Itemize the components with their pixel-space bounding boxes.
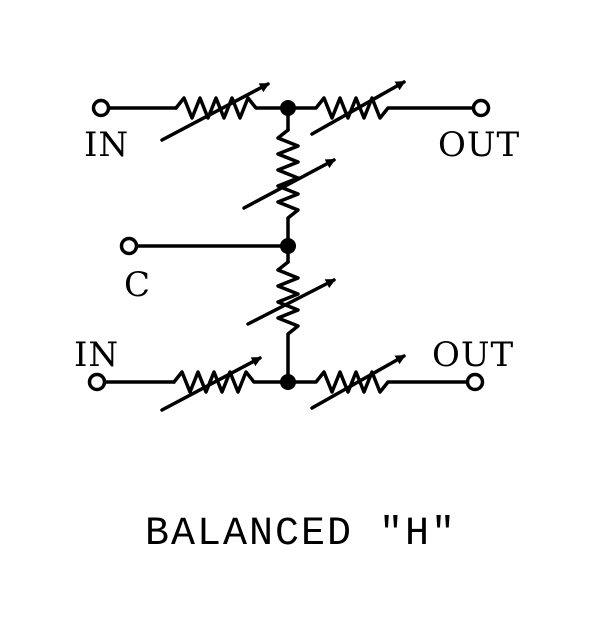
junction-bottom-dot: [280, 374, 296, 390]
bottom-left-resistor-arrow: [162, 358, 262, 410]
label-out-top: OUT: [438, 125, 521, 165]
top-left-variable-resistor: [176, 98, 286, 118]
junction-center-dot: [280, 238, 296, 254]
label-common: C: [124, 265, 152, 305]
diagram-caption: BALANCED "H": [144, 512, 458, 557]
upper-shunt-resistor-arrow: [244, 160, 336, 208]
bottom-right-variable-resistor: [288, 372, 468, 392]
lower-shunt-resistor-arrow: [248, 280, 336, 324]
top-right-resistor-arrow: [312, 82, 404, 134]
terminal-out-bottom: [468, 375, 483, 390]
label-in-bottom: IN: [74, 335, 120, 375]
label-out-bottom: OUT: [432, 335, 515, 375]
bottom-right-resistor-arrow: [312, 356, 404, 408]
label-in-top: IN: [84, 125, 130, 165]
terminal-out-top: [474, 101, 489, 116]
terminal-common: [122, 239, 137, 254]
lower-shunt-variable-resistor: [278, 262, 298, 382]
junction-top-dot: [280, 100, 296, 116]
top-right-variable-resistor: [290, 98, 474, 118]
terminal-in-bottom: [90, 375, 105, 390]
terminal-in-top: [94, 101, 109, 116]
top-left-resistor-arrow: [162, 84, 270, 140]
